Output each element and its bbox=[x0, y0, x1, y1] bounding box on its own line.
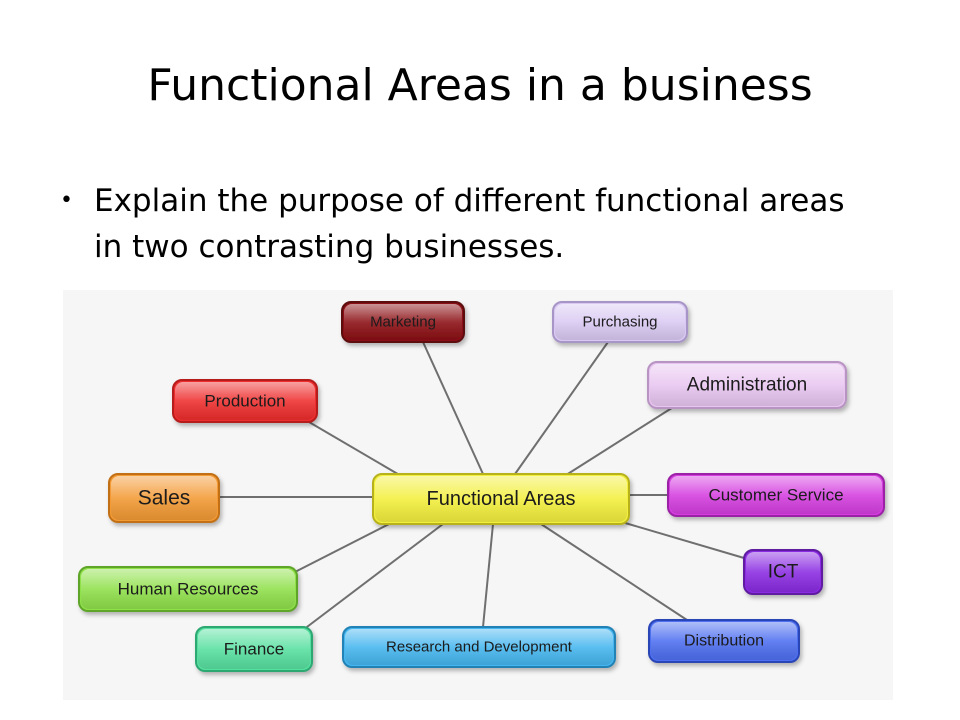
node-ict: ICT bbox=[743, 549, 823, 595]
node-gloss-research-and-development bbox=[345, 629, 613, 665]
node-label-human-resources: Human Resources bbox=[118, 580, 259, 599]
node-purchasing: Purchasing bbox=[552, 301, 688, 343]
node-gloss-sales bbox=[111, 476, 217, 520]
bullet-text: Explain the purpose of different functio… bbox=[94, 183, 845, 265]
node-administration: Administration bbox=[647, 361, 847, 409]
connector-human-resources bbox=[290, 521, 394, 575]
connector-distribution bbox=[540, 523, 688, 621]
node-gloss-purchasing bbox=[555, 304, 685, 340]
node-label-functional-areas: Functional Areas bbox=[427, 488, 576, 510]
bullet-dot-icon: • bbox=[60, 188, 73, 213]
connector-production bbox=[308, 421, 409, 481]
node-gloss-customer-service bbox=[670, 476, 882, 514]
node-gloss-distribution bbox=[651, 622, 797, 660]
node-distribution: Distribution bbox=[648, 619, 800, 663]
connector-purchasing bbox=[514, 341, 609, 475]
connector-administration bbox=[562, 405, 676, 478]
node-sales: Sales bbox=[108, 473, 220, 523]
node-label-distribution: Distribution bbox=[684, 633, 764, 650]
connector-lines bbox=[219, 341, 745, 634]
node-label-administration: Administration bbox=[687, 375, 807, 396]
node-marketing: Marketing bbox=[341, 301, 465, 343]
node-label-customer-service: Customer Service bbox=[708, 486, 843, 505]
node-label-production: Production bbox=[204, 392, 285, 411]
connector-finance bbox=[298, 523, 444, 634]
node-gloss-functional-areas bbox=[375, 476, 627, 522]
connector-research-and-development bbox=[482, 523, 494, 628]
node-customer-service: Customer Service bbox=[667, 473, 885, 517]
node-label-ict: ICT bbox=[768, 562, 799, 583]
node-functional-areas: Functional Areas bbox=[372, 473, 630, 525]
node-label-finance: Finance bbox=[224, 640, 284, 659]
node-gloss-finance bbox=[198, 629, 310, 669]
node-research-and-development: Research and Development bbox=[342, 626, 616, 668]
node-label-purchasing: Purchasing bbox=[582, 314, 657, 331]
node-finance: Finance bbox=[195, 626, 313, 672]
node-production: Production bbox=[172, 379, 318, 423]
slide-title: Functional Areas in a business bbox=[147, 60, 813, 111]
node-gloss-administration bbox=[650, 364, 844, 406]
node-human-resources: Human Resources bbox=[78, 566, 298, 612]
node-gloss-human-resources bbox=[81, 569, 295, 609]
node-gloss-production bbox=[175, 382, 315, 420]
node-gloss-marketing bbox=[344, 304, 462, 340]
connector-ict bbox=[614, 519, 745, 559]
bullet-point: • Explain the purpose of different funct… bbox=[60, 178, 860, 270]
node-label-research-and-development: Research and Development bbox=[386, 639, 573, 656]
node-label-sales: Sales bbox=[138, 487, 191, 510]
node-gloss-ict bbox=[746, 552, 820, 592]
connector-marketing bbox=[422, 341, 484, 475]
node-label-marketing: Marketing bbox=[370, 314, 436, 331]
